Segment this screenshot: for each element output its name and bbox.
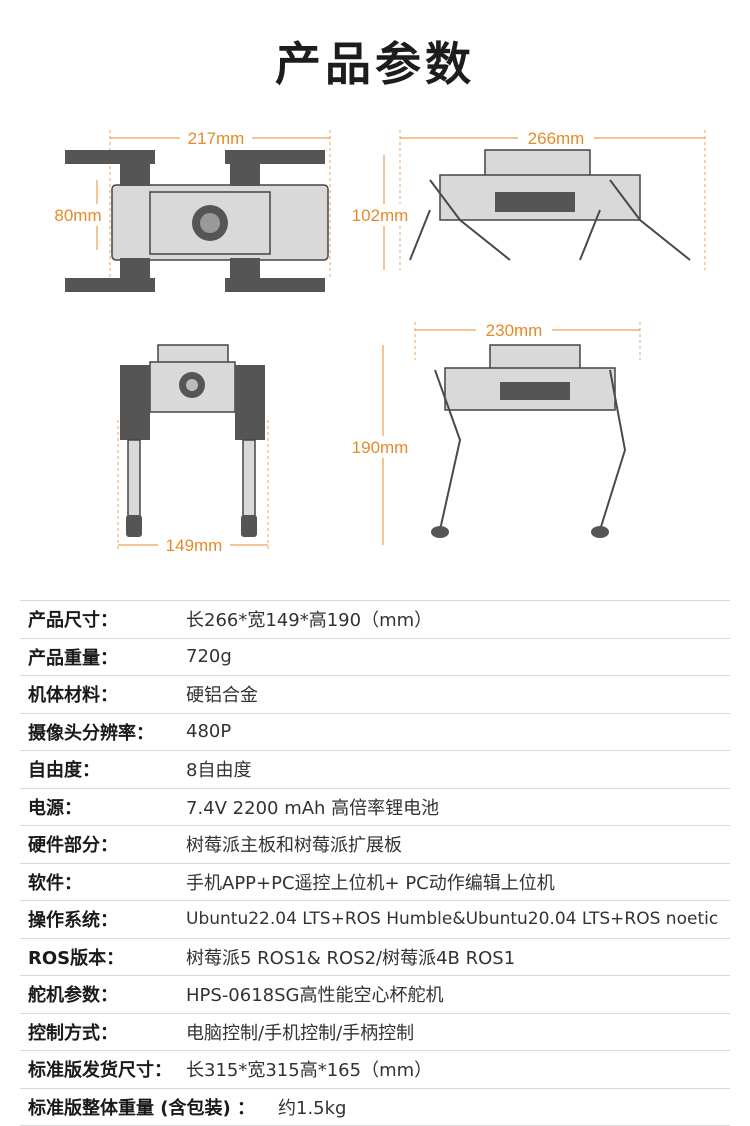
spec-label: 硬件部分： [20, 831, 186, 857]
spec-label: 舵机参数： [20, 981, 186, 1007]
top-depth-label: 80mm [54, 206, 101, 225]
spec-table: 产品尺寸： 长266*宽149*高190（mm） 产品重量： 720g 机体材料… [20, 600, 730, 1126]
spec-value: 长266*宽149*高190（mm） [186, 606, 432, 632]
spec-row-weight: 产品重量： 720g [20, 638, 730, 676]
spec-row-software: 软件： 手机APP+PC遥控上位机+ PC动作编辑上位机 [20, 863, 730, 901]
stand-height-label: 190mm [352, 438, 409, 457]
spec-value: 树莓派主板和树莓派扩展板 [186, 831, 402, 857]
spec-row-dof: 自由度： 8自由度 [20, 750, 730, 788]
side-height-label: 102mm [352, 206, 409, 225]
spec-row-servo: 舵机参数： HPS-0618SG高性能空心杯舵机 [20, 975, 730, 1013]
side-view-diagram: 266mm 102mm [346, 127, 705, 270]
top-view-diagram: 217mm 80mm [48, 127, 330, 292]
spec-label: 控制方式： [20, 1019, 186, 1045]
spec-label: 摄像头分辨率： [20, 719, 186, 745]
spec-value: 约1.5kg [278, 1094, 346, 1120]
spec-row-os: 操作系统： Ubuntu22.04 LTS+ROS Humble&Ubuntu2… [20, 900, 730, 938]
spec-row-ship-weight: 标准版整体重量 (含包装) ： 约1.5kg [20, 1088, 730, 1126]
spec-row-control: 控制方式： 电脑控制/手机控制/手柄控制 [20, 1013, 730, 1051]
spec-label: 标准版整体重量 (含包装) ： [20, 1094, 278, 1120]
spec-value: 8自由度 [186, 756, 251, 782]
spec-value: HPS-0618SG高性能空心杯舵机 [186, 981, 444, 1007]
spec-label: ROS版本： [20, 944, 186, 970]
spec-value: 硬铝合金 [186, 681, 258, 707]
spec-label: 自由度： [20, 756, 186, 782]
spec-row-ship-size: 标准版发货尺寸： 长315*宽315高*165（mm） [20, 1050, 730, 1088]
side-length-label: 266mm [528, 129, 585, 148]
spec-row-ros: ROS版本： 树莓派5 ROS1& ROS2/树莓派4B ROS1 [20, 938, 730, 976]
spec-value: 长315*宽315高*165（mm） [186, 1056, 432, 1082]
dimension-diagrams: 217mm 80mm 266mm 102mm [0, 120, 750, 590]
spec-label: 标准版发货尺寸： [20, 1056, 186, 1082]
spec-row-power: 电源： 7.4V 2200 mAh 高倍率锂电池 [20, 788, 730, 826]
spec-label: 产品尺寸： [20, 606, 186, 632]
spec-value: 电脑控制/手机控制/手柄控制 [186, 1019, 414, 1045]
spec-label: 电源： [20, 794, 186, 820]
spec-value: Ubuntu22.04 LTS+ROS Humble&Ubuntu20.04 L… [186, 909, 718, 929]
spec-row-size: 产品尺寸： 长266*宽149*高190（mm） [20, 600, 730, 638]
standing-view-diagram: 230mm 190mm [344, 319, 640, 545]
spec-value: 480P [186, 721, 231, 742]
spec-row-material: 机体材料： 硬铝合金 [20, 675, 730, 713]
spec-label: 软件： [20, 869, 186, 895]
spec-value: 树莓派5 ROS1& ROS2/树莓派4B ROS1 [186, 944, 515, 970]
spec-label: 操作系统： [20, 906, 186, 932]
page-title: 产品参数 [0, 28, 750, 94]
front-width-label: 149mm [166, 536, 223, 555]
spec-label: 产品重量： [20, 644, 186, 670]
spec-row-camera: 摄像头分辨率： 480P [20, 713, 730, 751]
top-width-label: 217mm [188, 129, 245, 148]
spec-value: 7.4V 2200 mAh 高倍率锂电池 [186, 794, 439, 820]
spec-value: 手机APP+PC遥控上位机+ PC动作编辑上位机 [186, 869, 555, 895]
spec-row-hardware: 硬件部分： 树莓派主板和树莓派扩展板 [20, 825, 730, 863]
spec-label: 机体材料： [20, 681, 186, 707]
stand-length-label: 230mm [486, 321, 543, 340]
front-view-diagram: 149mm [118, 345, 268, 556]
spec-value: 720g [186, 646, 232, 667]
